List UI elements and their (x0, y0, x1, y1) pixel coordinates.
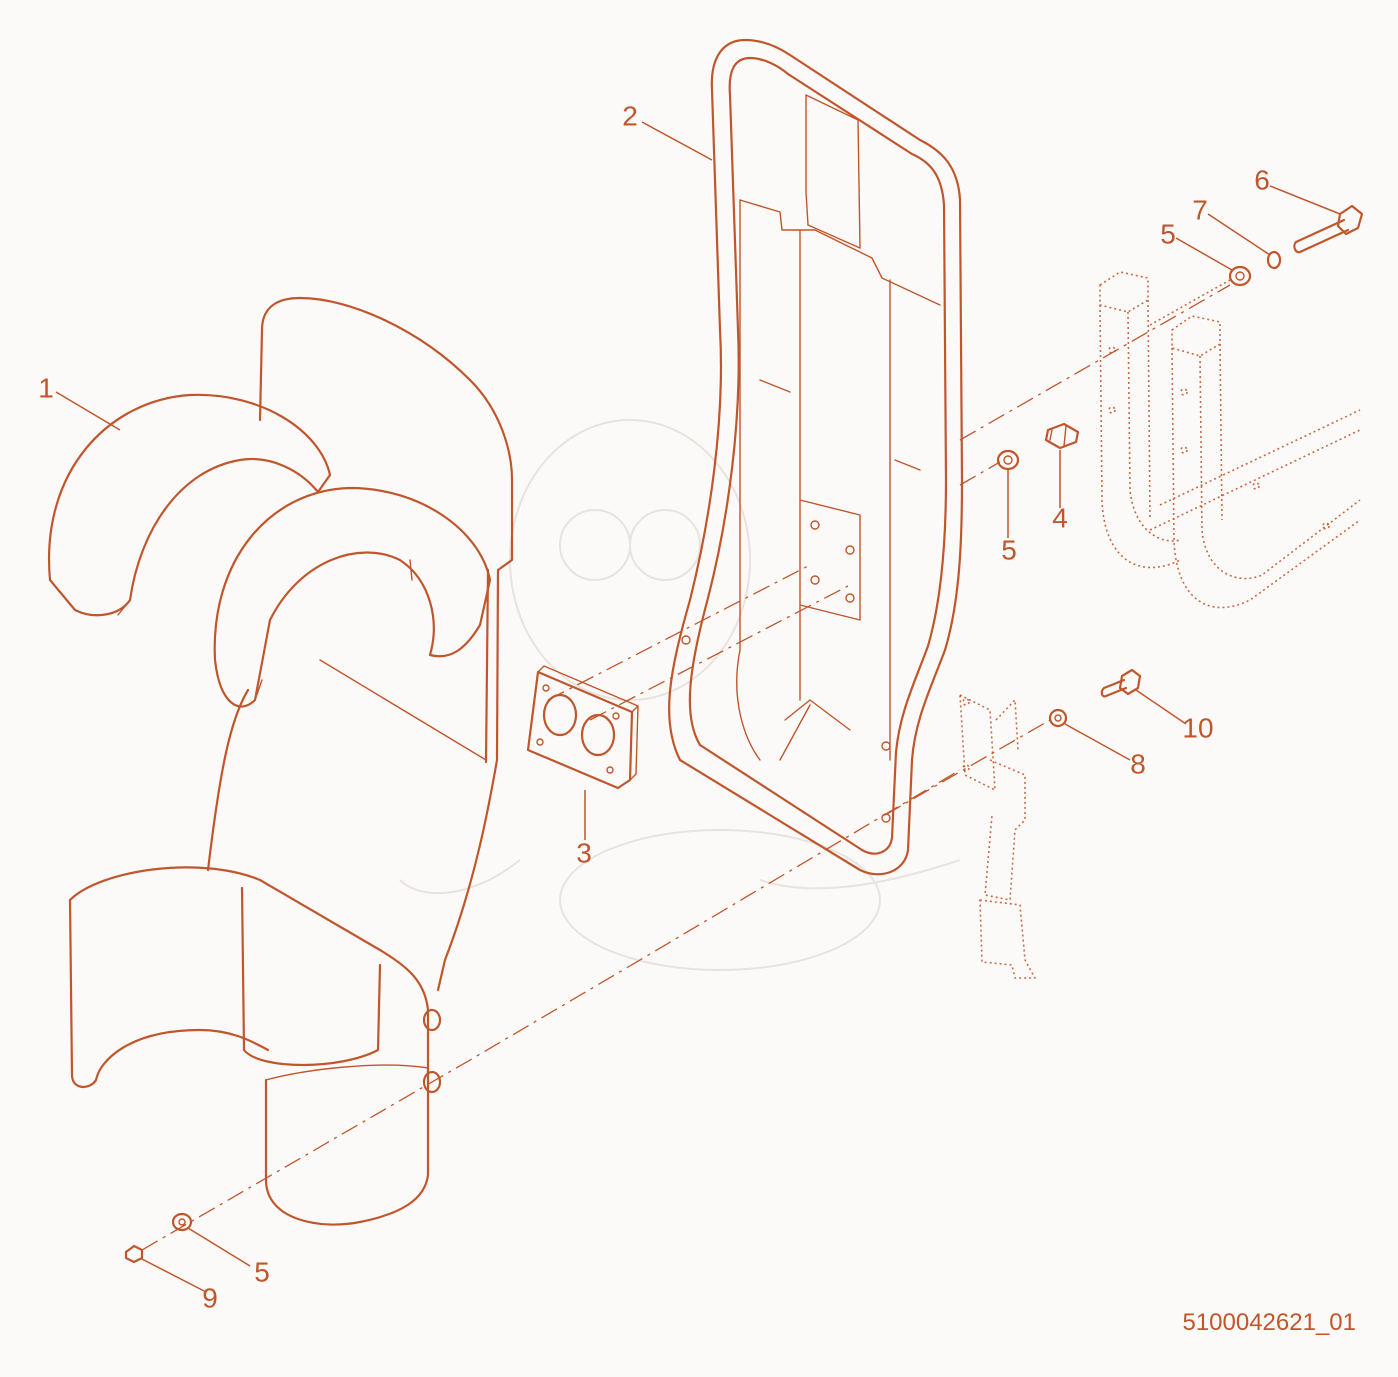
callout-8: 8 (1130, 748, 1146, 779)
part-2-backplate (667, 38, 964, 876)
callout-5-bottom: 5 (254, 1256, 270, 1287)
part-3-spacer-plate (526, 665, 639, 790)
bracket-assembly-reference (959, 694, 1036, 979)
callout-9: 9 (202, 1282, 218, 1313)
part-5-washer-bottom (171, 1212, 193, 1232)
callout-5-mid: 5 (1001, 534, 1017, 565)
part-5-washer-mid (996, 449, 1020, 471)
assembly-axes (141, 284, 1231, 1251)
callout-3: 3 (576, 837, 592, 868)
callout-6: 6 (1254, 164, 1270, 195)
callout-5-top: 5 (1160, 218, 1176, 249)
mounting-frame-reference (1099, 271, 1361, 609)
part-1-harness (47, 296, 514, 1226)
callout-7: 7 (1192, 194, 1208, 225)
document-code: 5100042621_01 (1182, 1309, 1356, 1336)
part-4-bolt (1044, 422, 1080, 450)
background-watermark (399, 419, 961, 971)
part-8-washer (1048, 708, 1068, 728)
part-5-washer-top (1228, 265, 1252, 287)
callout-10: 10 (1182, 712, 1213, 743)
callout-2: 2 (622, 100, 638, 131)
part-9-nut (124, 1244, 144, 1264)
leader-lines (55, 121, 1341, 1293)
part-7-lock-washer (1266, 250, 1282, 270)
part-10-bolt (1100, 668, 1142, 698)
callout-labels: 1 2 3 4 5 6 7 5 8 10 5 9 (38, 100, 1270, 1313)
callout-4: 4 (1052, 502, 1068, 533)
callout-1: 1 (38, 372, 54, 403)
part-6-bolt (1293, 204, 1364, 254)
